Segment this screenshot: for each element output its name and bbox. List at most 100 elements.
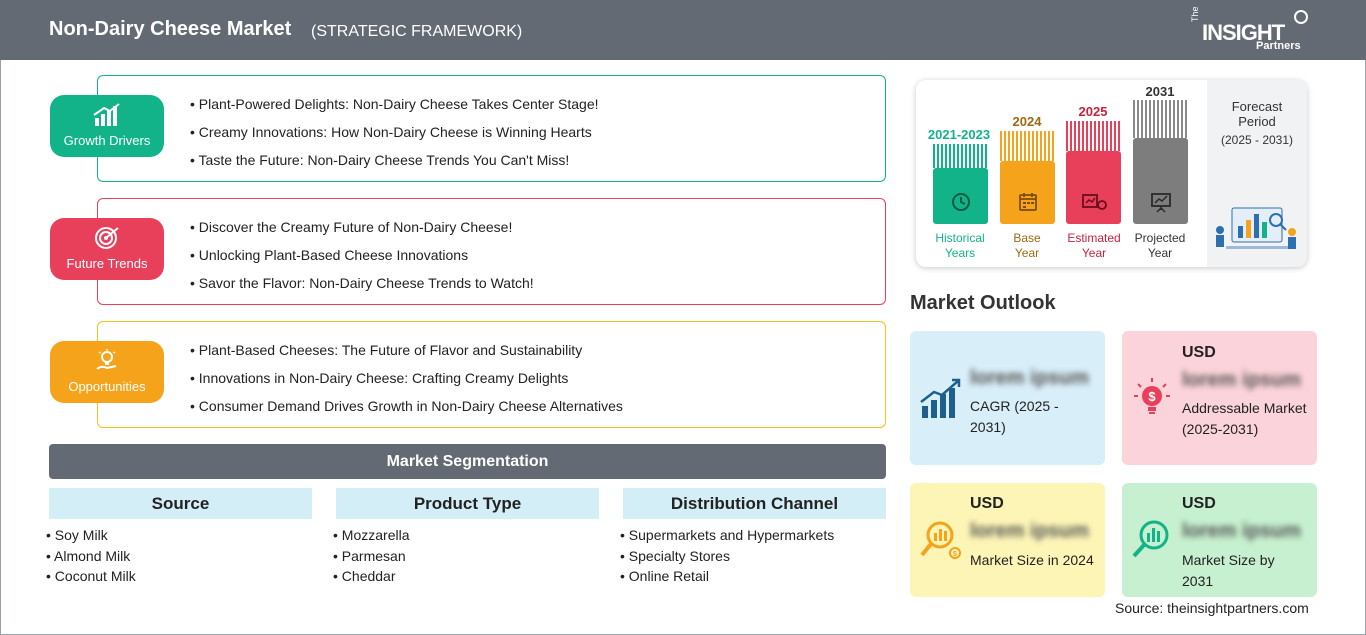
outlook-box-addressable: USD lorem ipsum Addressable Market (2025… xyxy=(1122,331,1317,465)
segmentation-title: Market Segmentation xyxy=(49,444,886,479)
list-item: Discover the Creamy Future of Non-Dairy … xyxy=(190,217,534,245)
calendar-icon xyxy=(1000,191,1055,218)
bar-historical xyxy=(933,168,988,224)
future-trends-label: Future Trends xyxy=(66,256,148,271)
list-item: Online Retail xyxy=(620,566,834,587)
label-projected: Projected Year xyxy=(1120,231,1200,261)
label-historical-line2: Years xyxy=(944,246,976,260)
page-title: Non-Dairy Cheese Market xyxy=(49,18,292,40)
segment-heading-product-type: Product Type xyxy=(336,488,599,519)
history-clock-icon xyxy=(933,191,988,218)
estimate-gears-icon xyxy=(1066,191,1121,218)
page-subtitle: (STRATEGIC FRAMEWORK) xyxy=(311,23,523,40)
logo-insight: INSIGHT xyxy=(1202,20,1285,45)
bar-stripes-projected xyxy=(1133,100,1188,138)
logo-the: The xyxy=(1190,6,1200,22)
list-item: Parmesan xyxy=(333,546,410,567)
future-trends-list: Discover the Creamy Future of Non-Dairy … xyxy=(190,217,534,301)
forecast-title-line2: Period xyxy=(1238,114,1276,129)
growth-chart-icon xyxy=(918,376,962,420)
cagr-desc: CAGR (2025 - 2031) xyxy=(970,398,1059,435)
size-2024-desc: Market Size in 2024 xyxy=(970,552,1094,568)
label-historical-line1: Historical xyxy=(935,231,985,245)
label-projected-line2: Year xyxy=(1147,246,1173,260)
growth-drivers-label: Growth Drivers xyxy=(63,133,151,148)
growth-drivers-tag: Growth Drivers xyxy=(50,95,164,157)
label-estimated-line1: Estimated xyxy=(1067,231,1121,245)
magnifier-bars-icon xyxy=(1130,517,1174,561)
future-trends-card: Discover the Creamy Future of Non-Dairy … xyxy=(97,198,886,305)
bar-estimated xyxy=(1066,151,1121,224)
list-item: Innovations in Non-Dairy Cheese: Craftin… xyxy=(190,368,623,396)
idea-dollar-icon: $ xyxy=(1130,376,1174,420)
size-2031-desc: Market Size by 2031 xyxy=(1182,552,1275,589)
outlook-box-size-2031: USD lorem ipsum Market Size by 2031 xyxy=(1122,483,1317,597)
bar-stripes-estimated xyxy=(1066,121,1121,151)
list-item: Supermarkets and Hypermarkets xyxy=(620,525,834,546)
logo-ring-icon xyxy=(1294,10,1308,24)
list-item: Soy Milk xyxy=(46,525,136,546)
source-credit: Source: theinsightpartners.com xyxy=(1115,600,1309,616)
target-icon xyxy=(50,226,164,250)
opportunities-list: Plant-Based Cheeses: The Future of Flavo… xyxy=(190,340,623,424)
cagr-value: lorem ipsum xyxy=(970,367,1089,389)
opportunities-label: Opportunities xyxy=(68,379,146,394)
label-historical: Historical Years xyxy=(920,231,1000,261)
label-base-line2: Year xyxy=(1014,246,1040,260)
list-item: Cheddar xyxy=(333,566,410,587)
list-item: Mozzarella xyxy=(333,525,410,546)
addressable-usd: USD xyxy=(1182,344,1216,361)
size-2024-usd: USD xyxy=(970,495,1004,512)
segment-list-product-type: Mozzarella Parmesan Cheddar xyxy=(333,525,410,587)
svg-text:$: $ xyxy=(953,551,957,558)
segment-list-distribution-channel: Supermarkets and Hypermarkets Specialty … xyxy=(620,525,834,587)
list-item: Specialty Stores xyxy=(620,546,834,567)
label-estimated-line2: Year xyxy=(1081,246,1107,260)
magnifier-coins-icon: $ xyxy=(918,517,962,561)
analytics-people-icon xyxy=(1216,207,1296,249)
list-item: Savor the Flavor: Non-Dairy Cheese Trend… xyxy=(190,273,534,301)
label-estimated: Estimated Year xyxy=(1054,231,1134,261)
growth-drivers-list: Plant-Powered Delights: Non-Dairy Cheese… xyxy=(190,94,599,178)
size-2031-value: lorem ipsum xyxy=(1182,520,1301,542)
forecast-title-line1: Forecast xyxy=(1231,99,1283,114)
svg-text:$: $ xyxy=(1148,389,1156,404)
market-outlook-title: Market Outlook xyxy=(910,292,1056,314)
presentation-board-icon xyxy=(1133,191,1188,218)
bar-base xyxy=(1000,161,1055,224)
list-item: Unlocking Plant-Based Cheese Innovations xyxy=(190,245,534,273)
size-2024-value: lorem ipsum xyxy=(970,520,1089,542)
bar-stripes-base xyxy=(1000,131,1055,161)
forecast-range: (2025 - 2031) xyxy=(1220,133,1294,147)
lightbulb-hand-icon xyxy=(50,349,164,373)
year-projected: 2031 xyxy=(1145,84,1175,99)
growth-drivers-card: Plant-Powered Delights: Non-Dairy Cheese… xyxy=(97,75,886,182)
segment-list-source: Soy Milk Almond Milk Coconut Milk xyxy=(46,525,136,587)
year-base: 2024 xyxy=(1012,114,1042,129)
list-item: Taste the Future: Non-Dairy Cheese Trend… xyxy=(190,150,599,178)
segment-heading-source: Source xyxy=(49,488,312,519)
list-item: Coconut Milk xyxy=(46,566,136,587)
bar-chart-growth-icon xyxy=(50,103,164,127)
list-item: Almond Milk xyxy=(46,546,136,567)
header-bar: Non-Dairy Cheese Market (STRATEGIC FRAME… xyxy=(0,0,1366,60)
year-estimated: 2025 xyxy=(1078,104,1108,119)
label-projected-line1: Projected xyxy=(1134,231,1186,245)
logo-partners: Partners xyxy=(1256,40,1301,52)
outlook-box-cagr: lorem ipsum CAGR (2025 - 2031) xyxy=(910,331,1105,465)
list-item: Creamy Innovations: How Non-Dairy Cheese… xyxy=(190,122,599,150)
size-2031-usd: USD xyxy=(1182,495,1216,512)
label-base-line1: Base xyxy=(1013,231,1041,245)
list-item: Consumer Demand Drives Growth in Non-Dai… xyxy=(190,396,623,424)
outlook-box-size-2024: USD lorem ipsum Market Size in 2024 $ xyxy=(910,483,1105,597)
insight-partners-logo[interactable]: The INSIGHT Partners xyxy=(1190,6,1310,54)
list-item: Plant-Powered Delights: Non-Dairy Cheese… xyxy=(190,94,599,122)
addressable-desc: Addressable Market (2025-2031) xyxy=(1182,400,1307,437)
forecast-title: Forecast Period xyxy=(1207,99,1307,129)
list-item: Plant-Based Cheeses: The Future of Flavo… xyxy=(190,340,623,368)
opportunities-card: Plant-Based Cheeses: The Future of Flavo… xyxy=(97,321,886,428)
opportunities-tag: Opportunities xyxy=(50,341,164,403)
future-trends-tag: Future Trends xyxy=(50,218,164,280)
year-historical: 2021-2023 xyxy=(927,127,991,142)
label-base: Base Year xyxy=(987,231,1067,261)
